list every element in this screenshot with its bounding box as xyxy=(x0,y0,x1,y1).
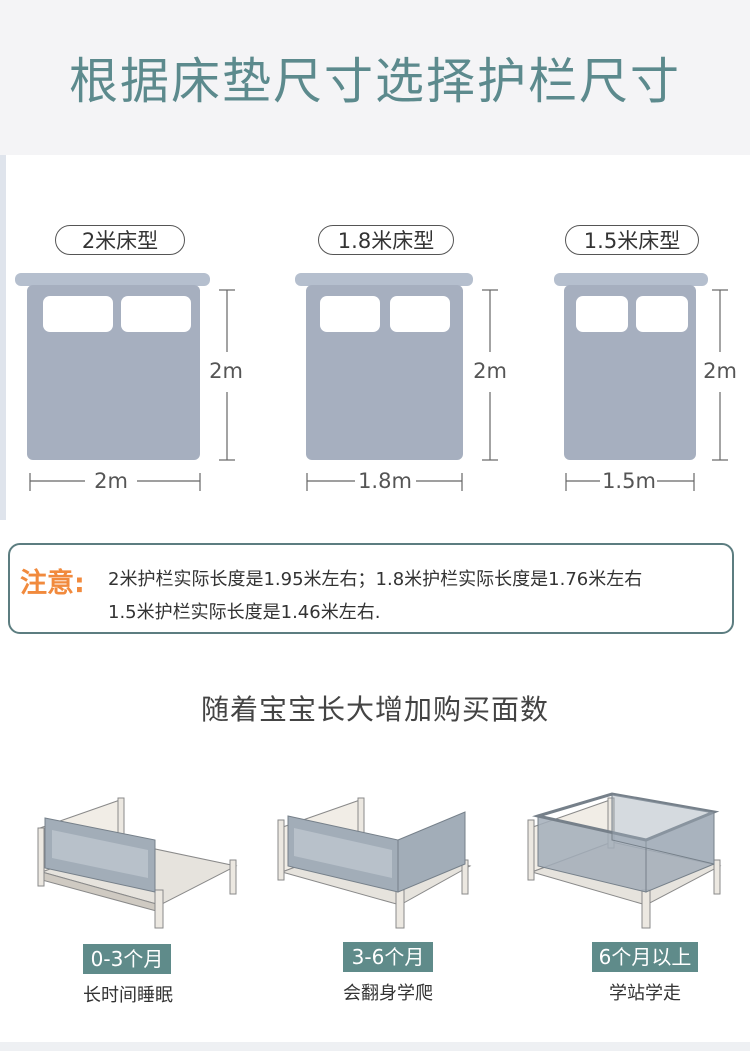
notice-line-2: 1.5米护栏实际长度是1.46米左右. xyxy=(108,602,381,623)
bed-three-rail-illustration xyxy=(527,792,722,929)
length-label: 2m xyxy=(473,359,507,383)
bed-illustration-1-8m: 2m 1.8m xyxy=(295,273,507,493)
length-label: 2m xyxy=(209,359,243,383)
bed-diagrams: 2m 2m 2m 1.8m 2m xyxy=(15,273,737,493)
notice-box: 注意: 2米护栏实际长度是1.95米左右；1.8米护栏实际长度是1.76米左右 … xyxy=(8,543,734,634)
length-dimension xyxy=(712,289,728,461)
stage-description: 学站学走 xyxy=(609,983,681,1004)
length-label: 2m xyxy=(703,359,737,383)
page-title: 根据床垫尺寸选择护栏尺寸 xyxy=(68,53,681,110)
bed-type-label: 1.5米床型 xyxy=(565,225,699,255)
width-label: 2m xyxy=(94,469,128,493)
bed-illustration-1-5m: 2m 1.5m xyxy=(554,273,737,493)
pillow xyxy=(121,296,191,332)
pillow xyxy=(43,296,113,332)
stage-age-badge: 0-3个月 xyxy=(83,944,171,974)
pillow xyxy=(636,296,688,332)
width-dimension xyxy=(306,473,463,491)
length-dimension xyxy=(482,289,498,461)
width-label: 1.8m xyxy=(358,469,412,493)
notice-line-1: 2米护栏实际长度是1.95米左右；1.8米护栏实际长度是1.76米左右 xyxy=(108,569,643,590)
pillow xyxy=(576,296,628,332)
stage-age-badge: 6个月以上 xyxy=(592,942,698,972)
length-dimension xyxy=(219,289,235,461)
bed-one-rail-illustration xyxy=(37,797,238,929)
bed-type-label: 2米床型 xyxy=(55,225,185,255)
headboard xyxy=(554,273,708,286)
stage-description: 会翻身学爬 xyxy=(343,983,433,1004)
section-title: 随着宝宝长大增加购买面数 xyxy=(200,693,549,726)
bed-two-rail-illustration xyxy=(277,797,472,929)
header-banner: 根据床垫尺寸选择护栏尺寸 xyxy=(0,0,750,155)
width-dimension xyxy=(565,473,695,491)
width-label: 1.5m xyxy=(602,469,656,493)
headboard xyxy=(15,273,210,286)
pillow xyxy=(320,296,380,332)
bed-type-label: 1.8米床型 xyxy=(318,225,454,255)
notice-label: 注意: xyxy=(20,568,85,599)
pillow xyxy=(390,296,450,332)
bottom-bar xyxy=(0,1042,750,1051)
stage-description: 长时间睡眠 xyxy=(83,985,173,1006)
left-strip xyxy=(0,155,6,520)
headboard xyxy=(295,273,473,286)
width-dimension xyxy=(29,473,201,491)
stage-illustrations xyxy=(37,792,722,929)
stage-age-badge: 3-6个月 xyxy=(343,942,433,972)
bed-illustration-2m: 2m 2m xyxy=(15,273,243,493)
